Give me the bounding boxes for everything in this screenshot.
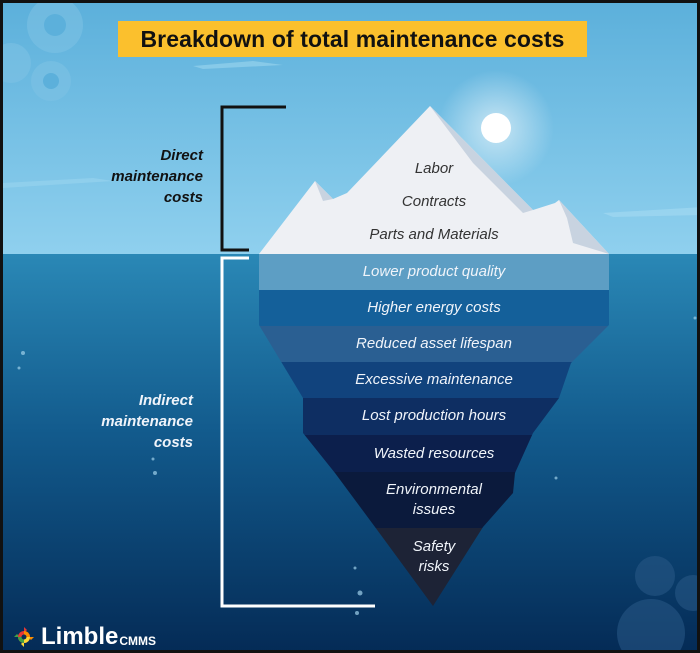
bubbles xyxy=(17,316,697,615)
indirect-item: Excessive maintenance xyxy=(355,371,513,388)
indirect-item: Lost production hours xyxy=(361,407,507,424)
gear-icon xyxy=(617,556,697,650)
direct-item-contracts: Contracts xyxy=(401,193,467,210)
sun xyxy=(481,113,511,143)
direct-bracket xyxy=(220,105,286,252)
indirect-item: Lower product quality xyxy=(362,263,506,280)
direct-costs-label: Direct maintenance costs xyxy=(111,147,203,206)
indirect-bracket xyxy=(220,256,375,608)
direct-item-parts: Parts and Materials xyxy=(369,226,499,243)
indirect-item: Reduced asset lifespan xyxy=(356,335,512,352)
indirect-costs-label: Indirect maintenance costs xyxy=(101,392,193,451)
indirect-item: Higher energy costs xyxy=(367,299,501,316)
direct-item-labor: Labor xyxy=(414,160,454,177)
indirect-item: Wasted resources xyxy=(373,445,495,462)
page-title: Breakdown of total maintenance costs xyxy=(118,21,587,57)
iceberg-tip xyxy=(259,106,609,254)
limble-logo: Limble CMMS xyxy=(13,623,156,650)
gear-logo-icon xyxy=(14,627,34,647)
indirect-item: Safety risks xyxy=(412,538,456,575)
indirect-item: Environmental issues xyxy=(386,481,482,518)
